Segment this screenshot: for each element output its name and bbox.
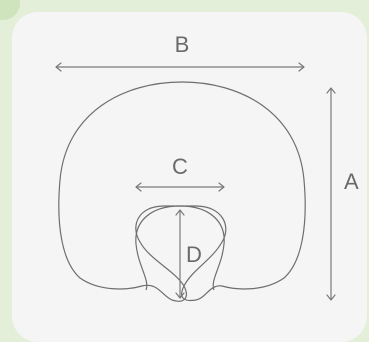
- pillow-inner-cutout: [135, 205, 225, 291]
- dimension-b-arrow-left: [55, 62, 62, 72]
- dimension-a-label: A: [344, 169, 359, 194]
- corner-decoration: [0, 0, 20, 20]
- dimension-b-label: B: [175, 32, 190, 57]
- pillow-dimension-diagram: B C A D: [55, 32, 359, 302]
- dimension-d-arrow-bottom: [175, 292, 185, 299]
- dimension-b-arrow-right: [298, 62, 305, 72]
- dimension-c-arrow-left: [135, 182, 142, 192]
- dimension-a-arrow-bottom: [326, 294, 336, 301]
- dimension-c-label: C: [172, 154, 188, 179]
- dimension-a-arrow-top: [326, 87, 336, 94]
- pillow-outline-right: [181, 81, 306, 302]
- dimension-d-label: D: [186, 242, 202, 267]
- dimension-c-arrow-right: [218, 182, 225, 192]
- dimension-d-arrow-top: [175, 209, 185, 216]
